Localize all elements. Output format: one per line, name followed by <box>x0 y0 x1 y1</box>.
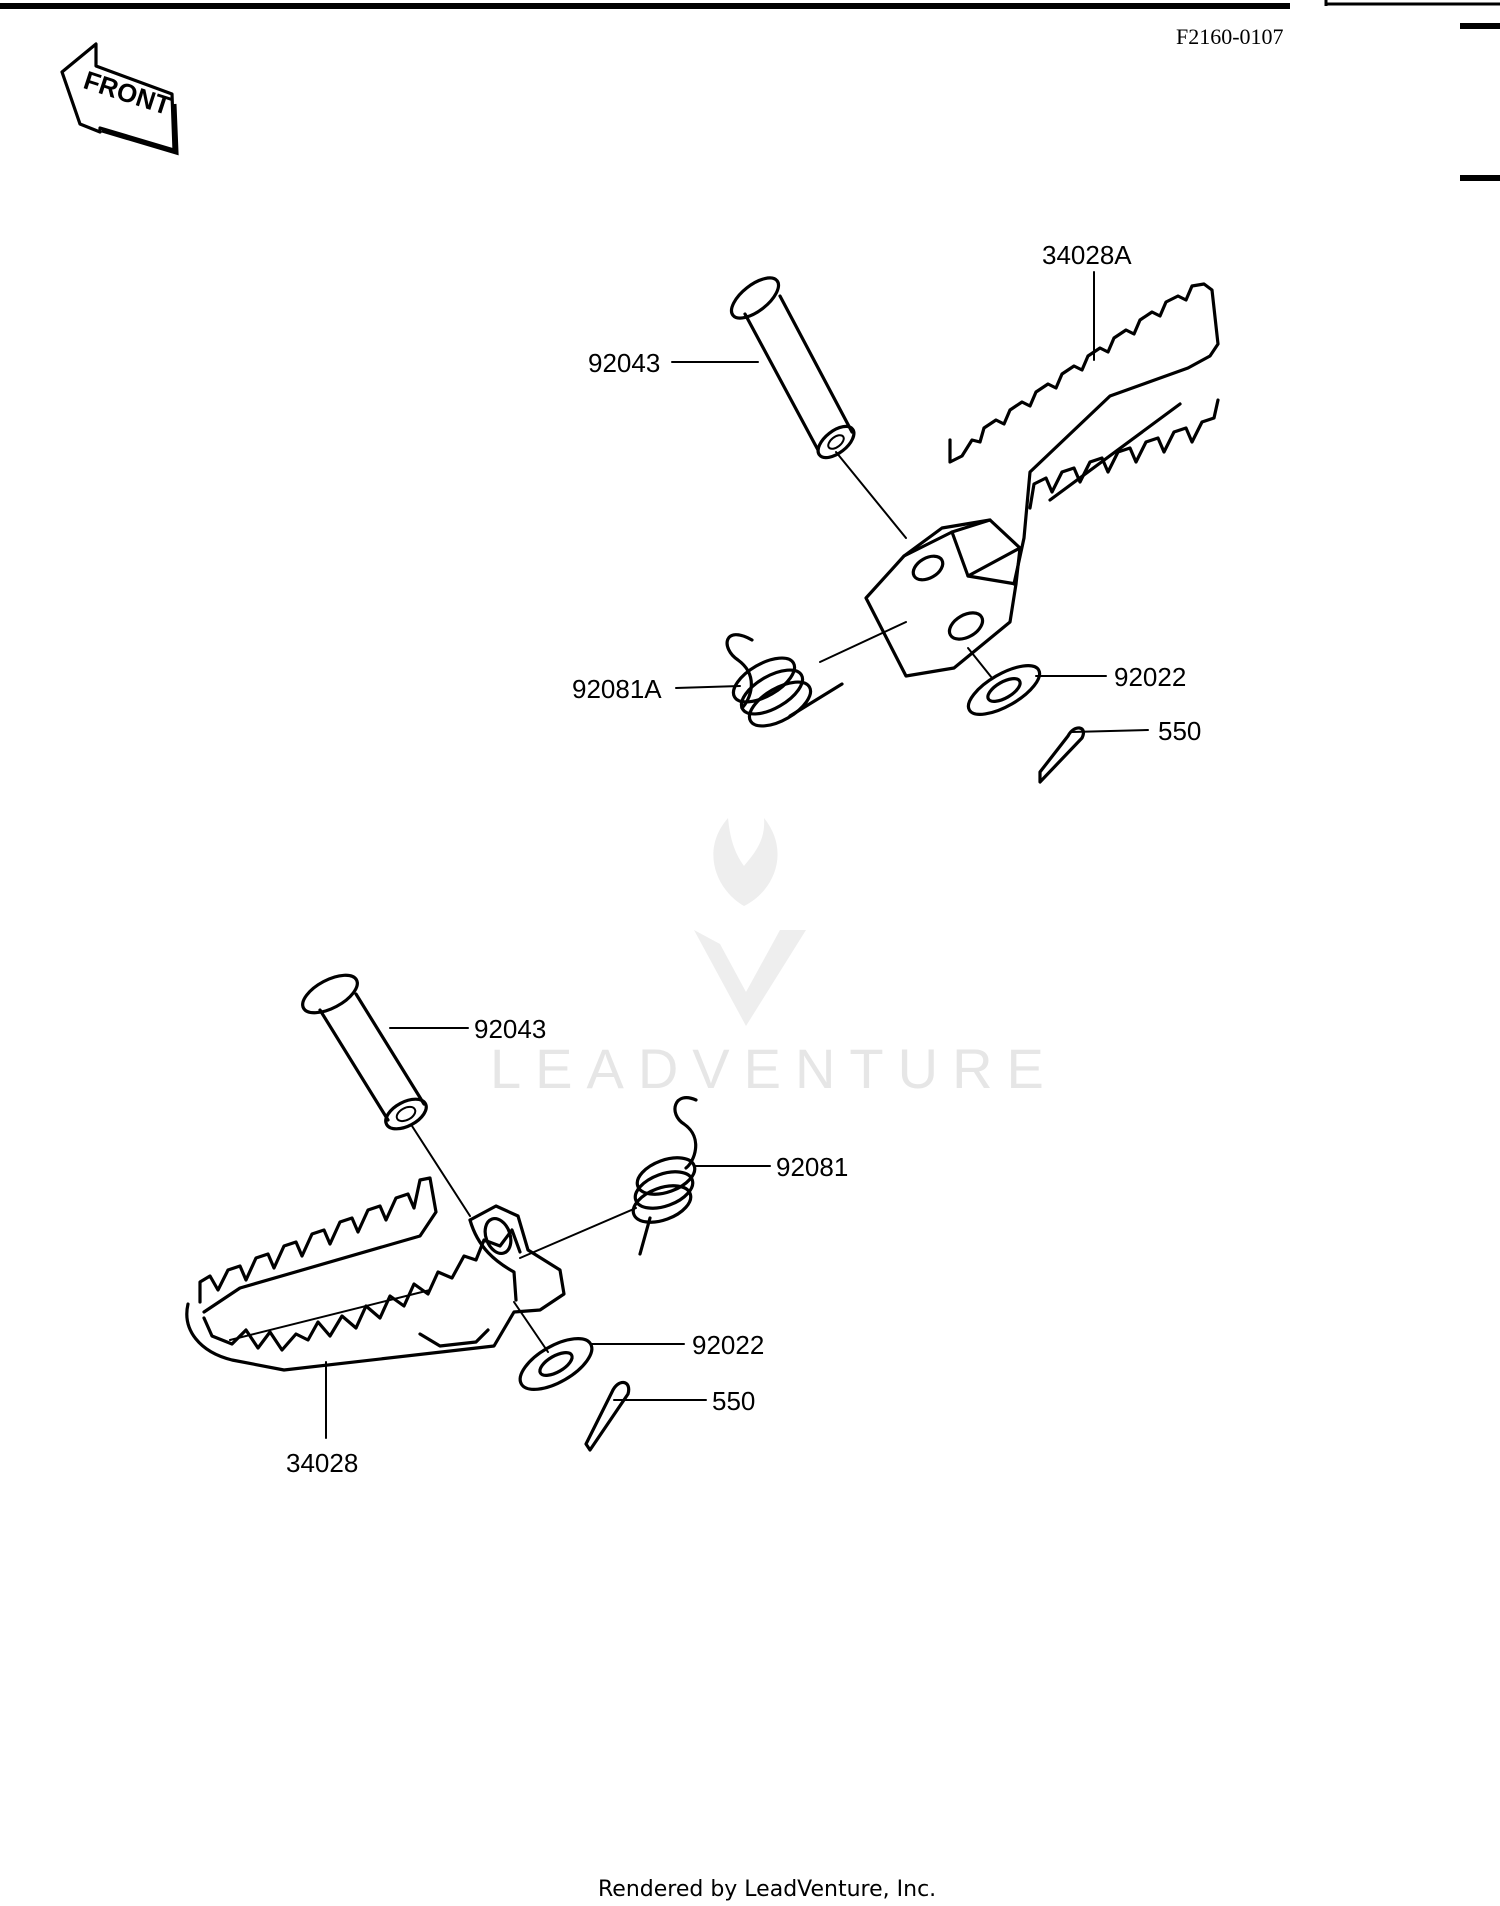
upper-callout-34028A: 34028A <box>1042 240 1132 270</box>
lower-callout-92081: 92081 <box>776 1152 848 1182</box>
upper-callouts: 92043 34028A 92081A 92022 550 <box>572 240 1201 746</box>
lower-washer <box>513 1301 594 1391</box>
lower-callout-92022: 92022 <box>692 1330 764 1360</box>
watermark-logo: LEADVENTURE <box>490 818 1058 1100</box>
upper-callout-92081A: 92081A <box>572 674 662 704</box>
lower-torsion-spring <box>519 1096 698 1259</box>
upper-callout-550: 550 <box>1158 716 1201 746</box>
front-direction-arrow: FRONT <box>60 42 179 156</box>
upper-cotter-pin <box>1038 726 1085 784</box>
lower-callouts: 92043 92081 92022 550 34028 <box>286 1014 848 1478</box>
lower-callout-34028: 34028 <box>286 1448 358 1478</box>
front-label: FRONT <box>80 65 175 121</box>
upper-torsion-spring <box>725 621 907 728</box>
watermark-text: LEADVENTURE <box>490 1037 1058 1100</box>
footer-credit: Rendered by LeadVenture, Inc. <box>598 1877 936 1902</box>
page-border-marks <box>0 0 1500 181</box>
diagram-code: F2160-0107 <box>1176 24 1284 49</box>
upper-assembly: 92043 34028A 92081A 92022 550 <box>572 240 1220 784</box>
upper-footpeg <box>864 282 1220 678</box>
lower-pivot-pin <box>301 973 471 1217</box>
lower-callout-550: 550 <box>712 1386 755 1416</box>
upper-callout-92022: 92022 <box>1114 662 1186 692</box>
upper-washer <box>966 647 1042 716</box>
lower-callout-92043: 92043 <box>474 1014 546 1044</box>
lower-cotter-pin <box>584 1380 631 1452</box>
lower-footpeg <box>185 1176 566 1372</box>
lower-assembly: 92043 92081 92022 550 34028 <box>185 973 848 1478</box>
upper-pivot-pin <box>729 276 907 539</box>
upper-callout-92043: 92043 <box>588 348 660 378</box>
